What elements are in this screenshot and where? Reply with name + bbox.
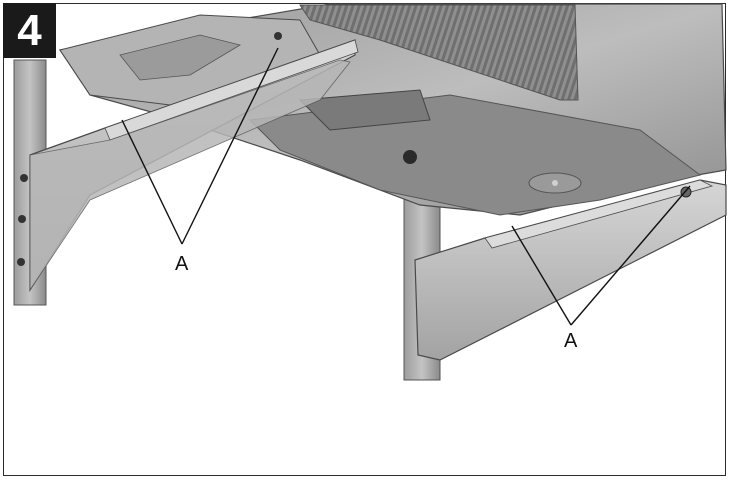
callout-label-left: A <box>175 253 189 275</box>
step-number-badge: 4 <box>3 3 56 58</box>
right-callout-leaders <box>511 185 691 326</box>
outdoor-unit-body <box>58 3 727 216</box>
left-callout-leaders <box>121 47 279 245</box>
right-mounting-bracket <box>414 179 727 361</box>
left-mounting-bracket <box>29 39 359 293</box>
callout-label-right: A <box>564 330 578 352</box>
